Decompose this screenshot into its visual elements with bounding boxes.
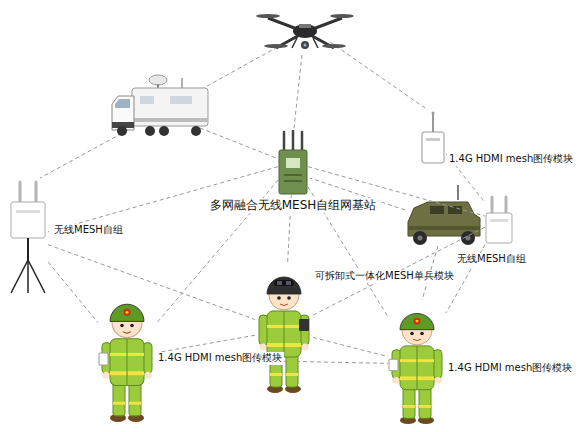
base-station: 多网融合无线MESH自组网基站	[278, 130, 308, 195]
mesh-link	[200, 128, 276, 158]
device-picture	[278, 130, 308, 195]
mesh-node: 无线MESH自组	[485, 195, 513, 245]
device-picture	[255, 265, 313, 395]
device-picture	[420, 110, 446, 165]
device-label: 可拆卸式一体化MESH单兵模块	[313, 270, 456, 283]
device-label: 1.4G HDMI mesh图传模块	[156, 352, 284, 365]
humvee-illustration	[408, 185, 480, 245]
mesh-link	[330, 42, 428, 110]
mesh-link	[313, 337, 388, 356]
mesh-link	[40, 130, 128, 178]
mesh-link	[294, 55, 302, 128]
device-label: 1.4G HDMI mesh图传模块	[446, 362, 574, 375]
mesh-link	[200, 40, 290, 90]
mesh-link	[313, 227, 485, 315]
device-picture	[388, 302, 446, 426]
device-picture	[98, 292, 156, 424]
device-picture	[8, 180, 48, 295]
network-lines	[40, 40, 438, 300]
device-label: 多网融合无线MESH自组网基站	[208, 198, 379, 213]
device-label: 无线MESH自组	[455, 253, 528, 266]
video-module: 1.4G HDMI mesh图传模块	[420, 110, 446, 165]
soldier-unit: 1.4G HDMI mesh图传模块	[98, 292, 156, 424]
device-picture	[485, 195, 513, 245]
mesh-link	[48, 262, 98, 323]
soldier-unit: 可拆卸式一体化MESH单兵模块	[255, 265, 313, 395]
drone-illustration	[256, 14, 354, 49]
device-label: 无线MESH自组	[52, 224, 125, 237]
mesh-node: 无线MESH自组	[8, 180, 48, 295]
soldier-unit: 1.4G HDMI mesh图传模块	[388, 302, 446, 426]
mesh-link	[48, 245, 255, 320]
mesh-link	[156, 335, 255, 353]
truck-illustration	[112, 75, 208, 136]
device-label: 1.4G HDMI mesh图传模块	[447, 153, 575, 166]
